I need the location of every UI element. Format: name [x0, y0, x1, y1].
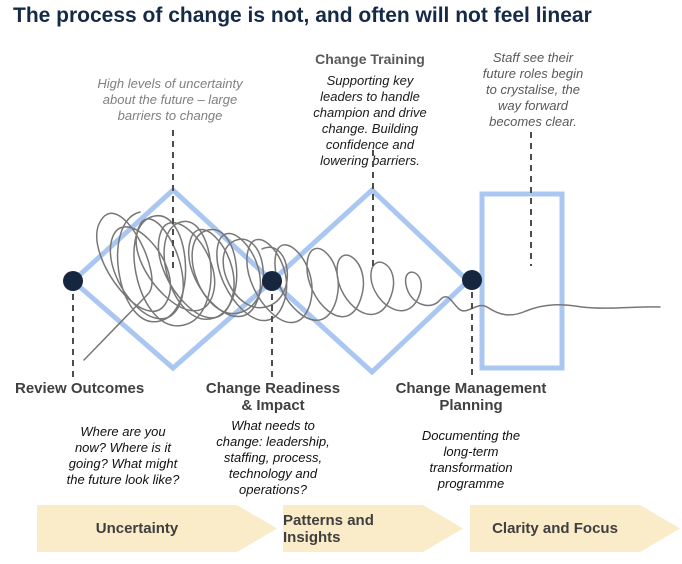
- phase-label-patterns-insights: Patterns and Insights: [283, 511, 374, 546]
- annotation-change-training-title: Change Training: [315, 51, 425, 67]
- milestone-dot-2: [262, 271, 282, 291]
- phase-label-clarity-focus: Clarity and Focus: [492, 520, 618, 537]
- scribble-line-extra: [116, 211, 289, 327]
- milestone-title-review-outcomes: Review Outcomes: [15, 380, 145, 397]
- page-title: The process of change is not, and often …: [13, 4, 592, 27]
- milestone-dot-1: [63, 271, 83, 291]
- milestone-title-change-readiness: Change Readiness& Impact: [205, 380, 341, 414]
- diamond-shape-2: [268, 186, 472, 376]
- phase-label-uncertainty: Uncertainty: [95, 520, 179, 537]
- milestone-dot-3: [462, 270, 482, 290]
- clarity-rectangle: [479, 191, 565, 371]
- scribble-line-main: [83, 212, 661, 361]
- phase-arrow-patterns-insights: Patterns and Insights: [283, 505, 463, 552]
- phase-arrow-uncertainty: Uncertainty: [37, 505, 277, 552]
- phase-arrow-clarity-focus: Clarity and Focus: [470, 505, 680, 552]
